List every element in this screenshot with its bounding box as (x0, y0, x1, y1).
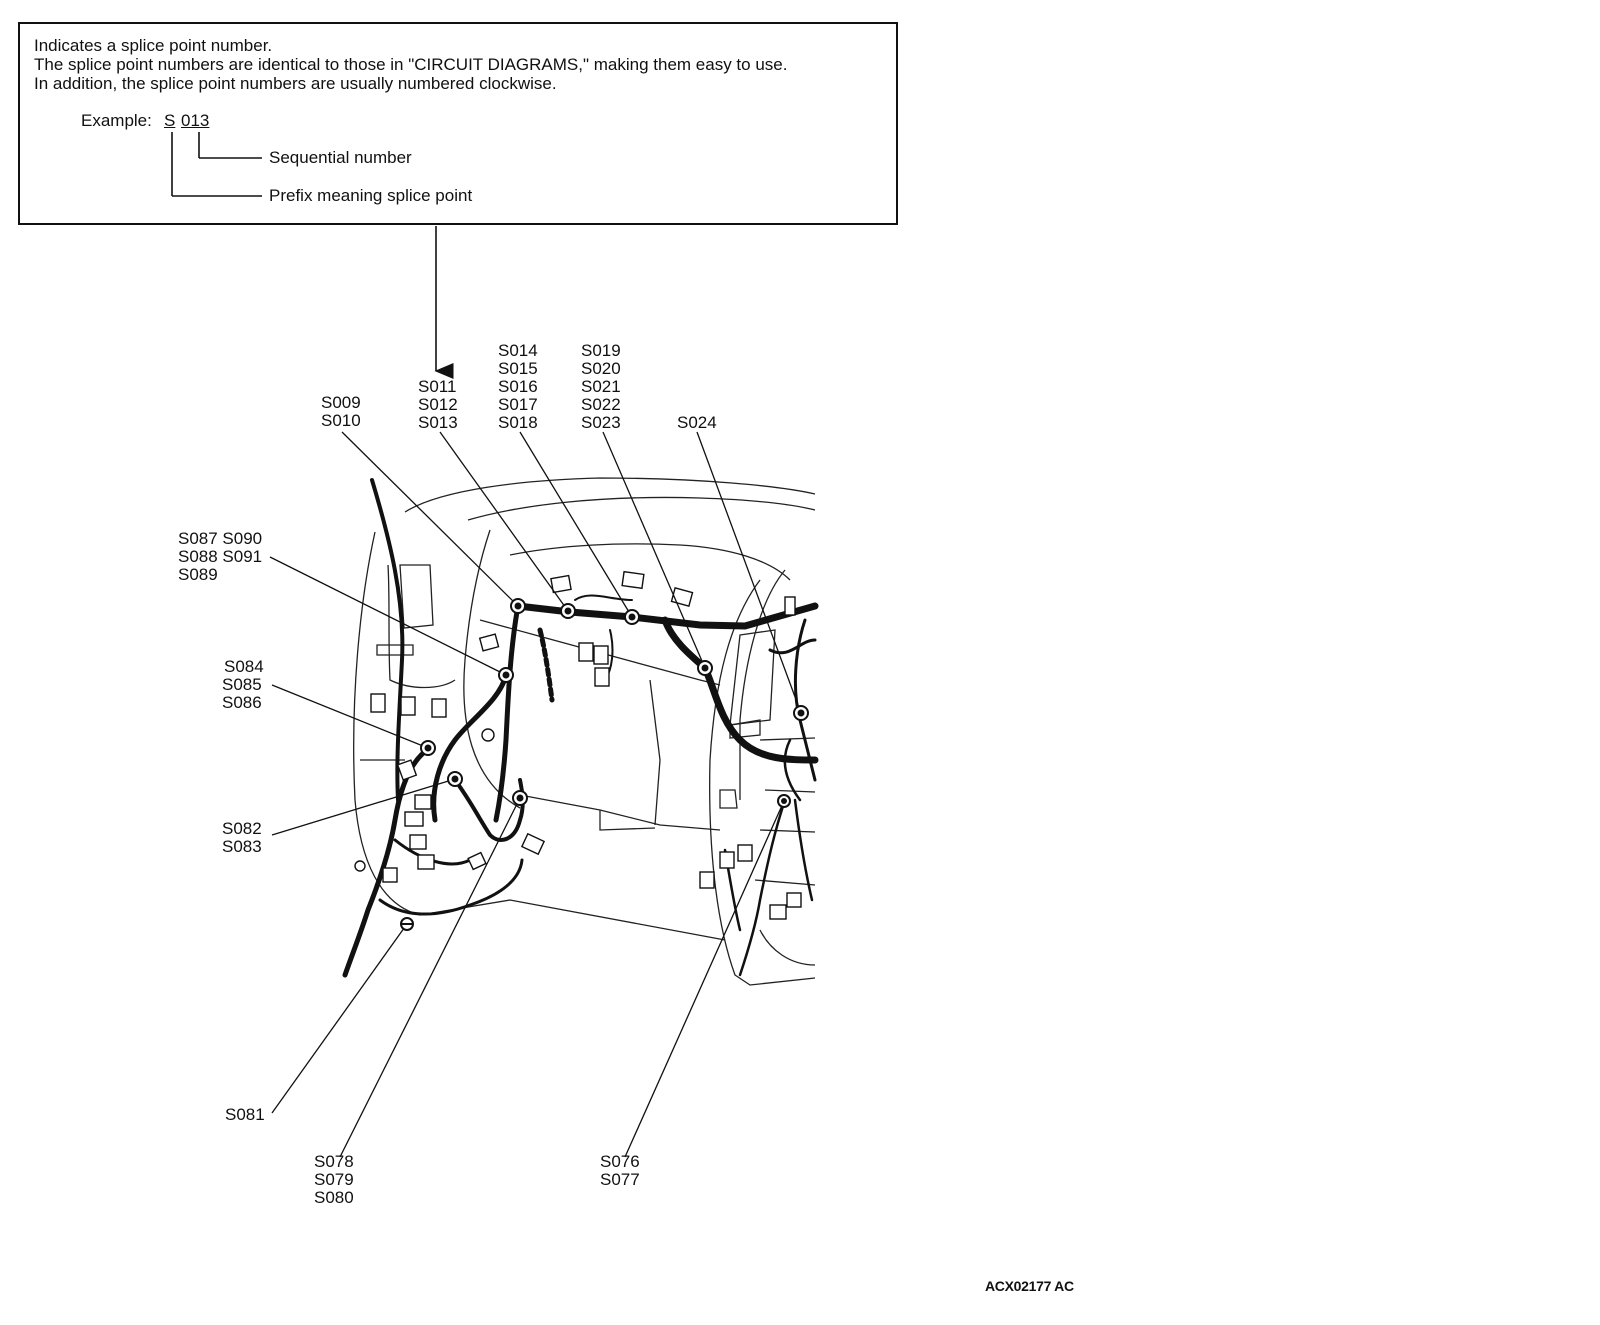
splice-point-marker (400, 917, 414, 931)
splice-point-marker (697, 660, 713, 676)
splice-label: S086 (222, 693, 262, 712)
note-line-1: Indicates a splice point number. (34, 36, 273, 55)
splice-label: S085 (222, 675, 262, 694)
splice-point-marker (447, 771, 463, 787)
splice-label: S089 (178, 565, 218, 584)
splice-label: S018 (498, 413, 538, 432)
splice-point-marker (498, 667, 514, 683)
splice-point-marker (624, 609, 640, 625)
example-number: 013 (181, 111, 210, 130)
splice-label: S010 (321, 411, 361, 430)
splice-label: S024 (677, 413, 717, 432)
splice-point-marker (512, 790, 528, 806)
splice-label: S077 (600, 1170, 640, 1189)
splice-label: S081 (225, 1105, 265, 1124)
splice-label: S083 (222, 837, 262, 856)
splice-point-marker (510, 598, 526, 614)
note-line-3: In addition, the splice point numbers ar… (34, 74, 557, 93)
splice-label: S087 S090 (178, 529, 262, 548)
splice-label: S009 (321, 393, 361, 412)
explanation-box (18, 22, 898, 225)
panel-outline (353, 477, 816, 986)
note-line-2: The splice point numbers are identical t… (34, 55, 788, 74)
splice-labels: S009 S010 S011 S012 S013 S014 S015 S016 … (178, 341, 717, 1207)
splice-label: S076 (600, 1152, 640, 1171)
splice-label: S020 (581, 359, 621, 378)
splice-label: S014 (498, 341, 538, 360)
example-label: Example: (81, 111, 152, 130)
splice-points (400, 598, 809, 931)
splice-label: S022 (581, 395, 621, 414)
splice-label: S015 (498, 359, 538, 378)
splice-label: S016 (498, 377, 538, 396)
prefix-meaning-label: Prefix meaning splice point (269, 186, 473, 205)
splice-label: S088 S091 (178, 547, 262, 566)
sequential-number-label: Sequential number (269, 148, 412, 167)
splice-label: S078 (314, 1152, 354, 1171)
splice-label: S082 (222, 819, 262, 838)
splice-point-marker (420, 740, 436, 756)
leader-lines (269, 431, 802, 1158)
connectors (354, 570, 802, 920)
splice-label: S019 (581, 341, 621, 360)
splice-label: S013 (418, 413, 458, 432)
example-prefix: S (164, 111, 176, 130)
splice-label: S021 (581, 377, 621, 396)
splice-label: S011 (418, 377, 456, 396)
figure-code: ACX02177 AC (985, 1278, 1074, 1294)
harness-wires (342, 478, 819, 978)
splice-point-marker (793, 705, 809, 721)
example-bracket-lines (171, 132, 262, 197)
splice-label: S017 (498, 395, 538, 414)
splice-label: S080 (314, 1188, 354, 1207)
splice-label: S079 (314, 1170, 354, 1189)
splice-point-marker (777, 794, 791, 808)
splice-label: S084 (224, 657, 264, 676)
splice-point-marker (560, 603, 576, 619)
splice-label: S023 (581, 413, 621, 432)
splice-label: S012 (418, 395, 458, 414)
